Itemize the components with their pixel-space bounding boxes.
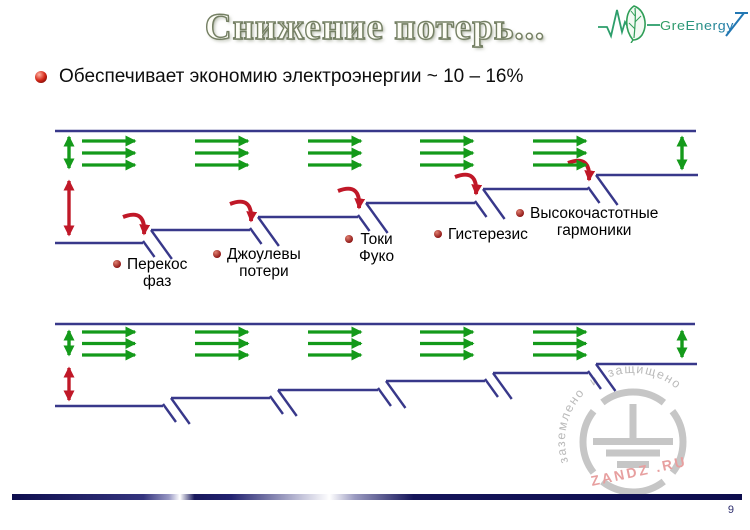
bullet-icon	[35, 71, 47, 83]
bullet-text: Обеспечивает экономию электроэнергии ~ 1…	[59, 66, 524, 87]
loss-label-hysteresis: Гистерезис	[434, 226, 528, 243]
greenergy-logo: GreEnergy	[598, 5, 748, 43]
diagram-after-losses	[55, 322, 697, 425]
loss-label-phase-imbalance: Перекос фаз	[113, 256, 187, 291]
loss-bullet-icon	[345, 235, 353, 243]
diagram-before-losses	[55, 129, 698, 260]
loss-label-hf-harmonics: Высокочастотные гармоники	[516, 205, 658, 240]
loss-label-text: Перекос фаз	[127, 256, 188, 291]
page-number: 9	[727, 504, 734, 516]
loss-bullet-icon	[516, 209, 524, 217]
loss-label-joule-losses: Джоулевы потери	[213, 246, 301, 281]
loss-label-text: Высокочастотные гармоники	[530, 205, 659, 240]
leaf-icon	[625, 5, 646, 43]
logo-flourish	[725, 12, 748, 37]
loss-label-eddy-currents: Токи Фуко	[345, 231, 394, 266]
loss-label-text: Джоулевы потери	[227, 246, 301, 281]
loss-label-text: Гистерезис	[448, 226, 528, 243]
logo-text: GreEnergy	[660, 18, 734, 33]
loss-bullet-icon	[434, 230, 442, 238]
loss-label-text: Токи Фуко	[359, 231, 395, 266]
loss-bullet-icon	[113, 260, 121, 268]
bullet-point: Обеспечивает экономию электроэнергии ~ 1…	[35, 66, 523, 88]
slide-title: Снижение потерь...	[204, 6, 546, 48]
loss-bullet-icon	[213, 250, 221, 258]
ground-watermark: заземлено и защищено ZANDZ .RU	[554, 362, 688, 496]
ground-symbol-icon	[593, 404, 673, 468]
footer-bar	[12, 494, 742, 500]
